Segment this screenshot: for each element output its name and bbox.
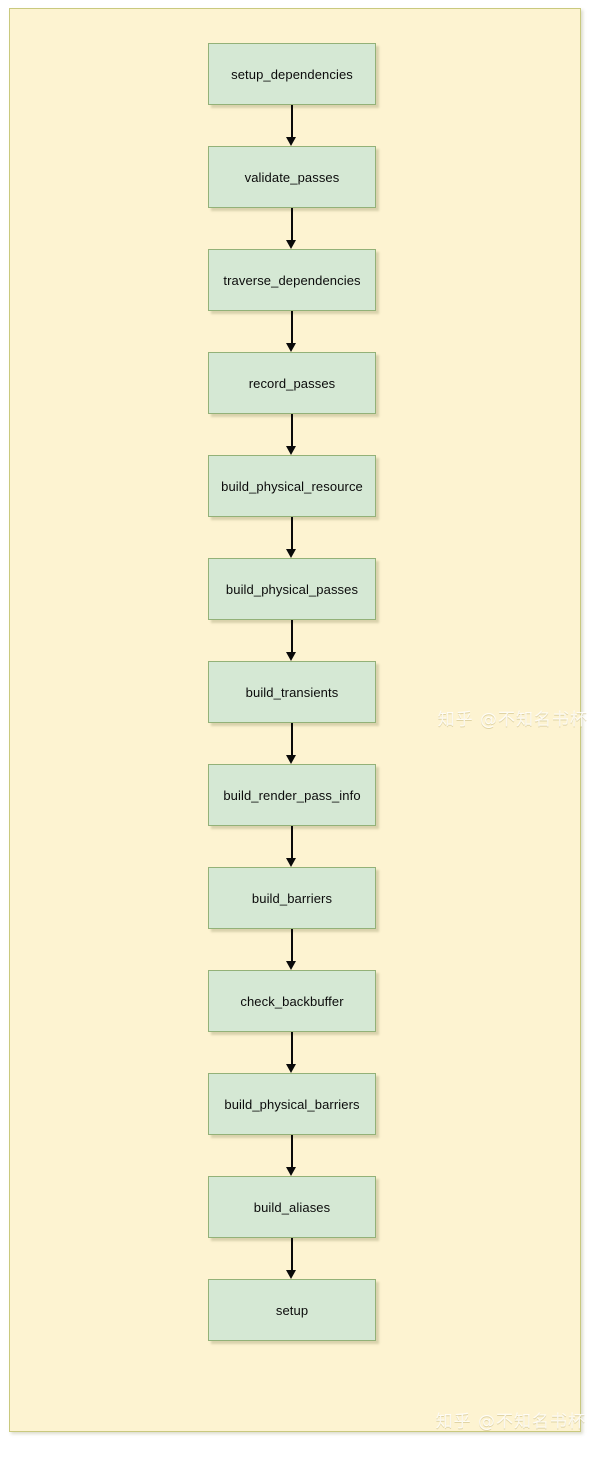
flow-node-label: build_physical_resource (221, 478, 363, 494)
arrow-head-icon (286, 240, 296, 249)
arrow-head-icon (286, 858, 296, 867)
flow-node-traverse_dependencies[interactable]: traverse_dependencies (208, 249, 376, 311)
edge-line (291, 311, 293, 344)
watermark-bottom: 知乎 @不知名书杯 (435, 1412, 586, 1432)
edge-line (291, 1135, 293, 1168)
flow-edge-build_transients-to-build_render_pass_info (283, 723, 301, 764)
flow-edge-validate_passes-to-traverse_dependencies (283, 208, 301, 249)
flow-node-label: build_render_pass_info (223, 787, 361, 803)
flow-edge-build_physical_resource-to-build_physical_passes (283, 517, 301, 558)
flow-node-setup[interactable]: setup (208, 1279, 376, 1341)
arrow-head-icon (286, 549, 296, 558)
flow-edge-record_passes-to-build_physical_resource (283, 414, 301, 455)
flow-node-label: check_backbuffer (240, 993, 344, 1009)
flow-node-label: traverse_dependencies (223, 272, 361, 288)
flow-edge-traverse_dependencies-to-record_passes (283, 311, 301, 352)
flow-node-label: build_physical_passes (225, 581, 359, 597)
edge-line (291, 105, 293, 138)
flow-edge-check_backbuffer-to-build_physical_barriers (283, 1032, 301, 1073)
flow-node-build_transients[interactable]: build_transients (208, 661, 376, 723)
flow-node-label: build_barriers (251, 890, 333, 906)
arrow-head-icon (286, 446, 296, 455)
edge-line (291, 208, 293, 241)
flow-node-validate_passes[interactable]: validate_passes (208, 146, 376, 208)
flow-node-label: setup (275, 1302, 309, 1318)
flow-node-setup_dependencies[interactable]: setup_dependencies (208, 43, 376, 105)
flow-node-build_barriers[interactable]: build_barriers (208, 867, 376, 929)
flow-node-build_physical_barriers[interactable]: build_physical_barriers (208, 1073, 376, 1135)
arrow-head-icon (286, 755, 296, 764)
arrow-head-icon (286, 652, 296, 661)
flow-edge-build_aliases-to-setup (283, 1238, 301, 1279)
flow-edge-build_physical_passes-to-build_transients (283, 620, 301, 661)
flow-node-label: build_aliases (253, 1199, 331, 1215)
arrow-head-icon (286, 1167, 296, 1176)
edge-line (291, 414, 293, 447)
arrow-head-icon (286, 343, 296, 352)
watermark-middle: 知乎 @不知名书杯 (437, 710, 588, 730)
flow-node-record_passes[interactable]: record_passes (208, 352, 376, 414)
flow-node-build_render_pass_info[interactable]: build_render_pass_info (208, 764, 376, 826)
flow-node-check_backbuffer[interactable]: check_backbuffer (208, 970, 376, 1032)
flow-node-build_physical_resource[interactable]: build_physical_resource (208, 455, 376, 517)
edge-line (291, 826, 293, 859)
flow-node-build_physical_passes[interactable]: build_physical_passes (208, 558, 376, 620)
flow-edge-build_render_pass_info-to-build_barriers (283, 826, 301, 867)
flow-node-label: validate_passes (244, 169, 340, 185)
flow-node-build_aliases[interactable]: build_aliases (208, 1176, 376, 1238)
edge-line (291, 1238, 293, 1271)
arrow-head-icon (286, 137, 296, 146)
flow-node-label: build_transients (245, 684, 339, 700)
edge-line (291, 723, 293, 756)
flow-edge-setup_dependencies-to-validate_passes (283, 105, 301, 146)
flow-node-label: record_passes (248, 375, 336, 391)
arrow-head-icon (286, 961, 296, 970)
flow-edge-build_barriers-to-check_backbuffer (283, 929, 301, 970)
edge-line (291, 620, 293, 653)
flow-edge-build_physical_barriers-to-build_aliases (283, 1135, 301, 1176)
flow-node-label: setup_dependencies (231, 66, 353, 82)
edge-line (291, 517, 293, 550)
arrow-head-icon (286, 1064, 296, 1073)
edge-line (291, 929, 293, 962)
flow-node-label: build_physical_barriers (224, 1096, 360, 1112)
edge-line (291, 1032, 293, 1065)
arrow-head-icon (286, 1270, 296, 1279)
